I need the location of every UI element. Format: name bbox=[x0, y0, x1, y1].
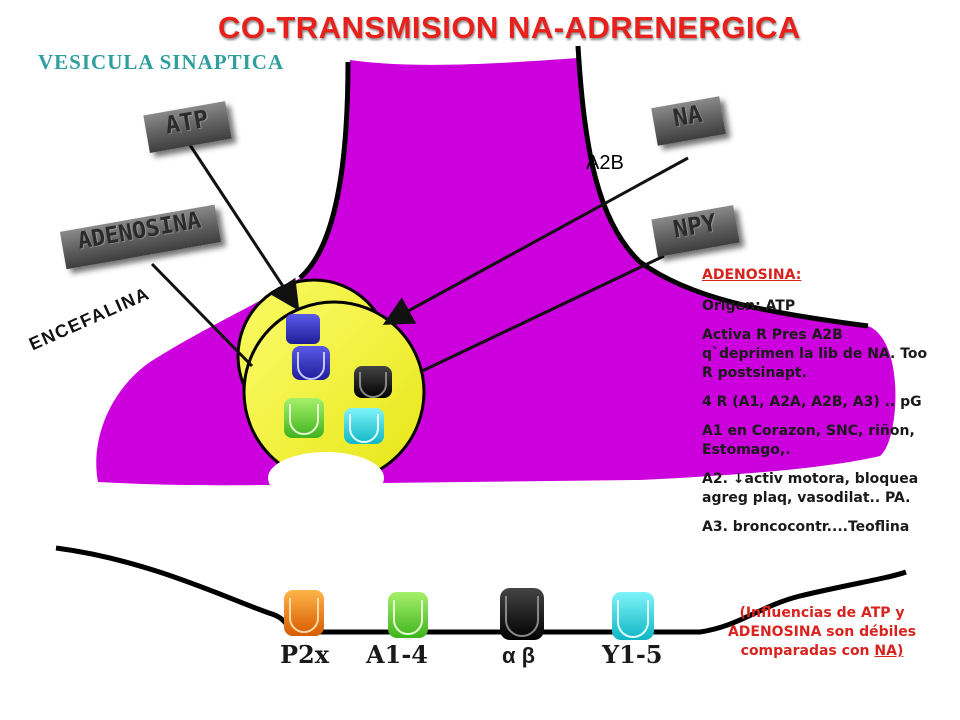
receptor-label-y1-5: Y1-5 bbox=[602, 640, 663, 669]
adenosina-info-panel: ADENOSINA: Origen: ATP Activa R Pres A2B… bbox=[702, 266, 932, 547]
info-line: Activa R Pres A2B q`deprimen la lib de N… bbox=[702, 327, 928, 381]
receptor-label-alpha-beta: α β bbox=[502, 643, 536, 668]
line-adenosina bbox=[150, 262, 254, 368]
receptor-label-a1-4: A1-4 bbox=[366, 640, 428, 669]
vesicle-label: VESICULA SINAPTICA bbox=[38, 50, 285, 74]
page-title: CO-TRANSMISION NA-ADRENERGICA bbox=[218, 10, 801, 45]
vesicle-cup-black bbox=[354, 366, 392, 398]
axon-wall-right bbox=[575, 45, 869, 329]
arrow-atp bbox=[186, 141, 300, 312]
receptor-y1-5 bbox=[612, 592, 654, 640]
receptor-alpha-beta bbox=[500, 588, 544, 640]
info-heading: ADENOSINA: bbox=[702, 267, 802, 283]
receptor-label-p2x: P2x bbox=[280, 640, 330, 669]
vesicle-cup-cyan bbox=[344, 408, 384, 444]
release-opening bbox=[268, 452, 384, 504]
receptor-a1-4 bbox=[388, 592, 428, 638]
info-line: Origen: ATP bbox=[702, 298, 796, 314]
line-npy bbox=[419, 254, 665, 374]
info-line: 4 R (A1, A2A, A2B, A3) .. pG bbox=[702, 394, 922, 410]
vesicle-cup-blue-back bbox=[286, 314, 320, 344]
note-link-na: NA) bbox=[874, 643, 904, 659]
info-line: A1 en Corazon, SNC, riñon, Estomago,. bbox=[702, 423, 915, 458]
vesicle-cup-green bbox=[284, 398, 324, 438]
info-line: A3. broncocontr....Teoflina bbox=[702, 519, 910, 535]
a2b-label: A2B bbox=[586, 152, 624, 174]
info-line: A2. ↓activ motora, bloquea agreg plaq, v… bbox=[702, 471, 919, 506]
vesicle-cup-blue bbox=[292, 346, 330, 380]
influence-note: (Influencias de ATP y ADENOSINA son débi… bbox=[712, 604, 932, 661]
axon-wall-left bbox=[298, 61, 351, 280]
arrow-na bbox=[382, 156, 689, 325]
receptor-p2x bbox=[284, 590, 324, 636]
note-text: (Influencias de ATP y ADENOSINA son débi… bbox=[727, 605, 917, 659]
